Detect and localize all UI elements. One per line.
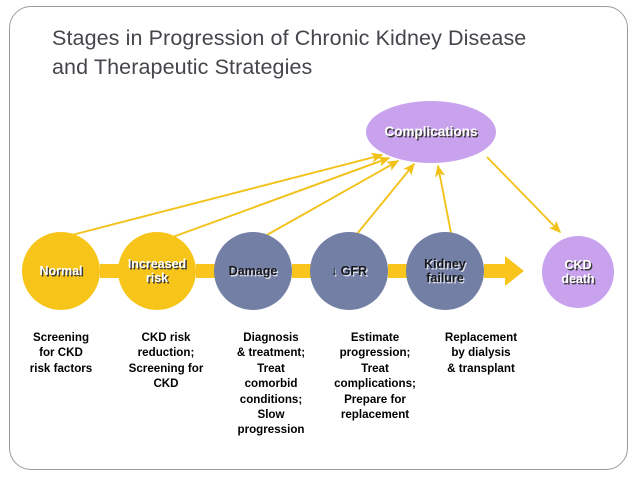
page-title: Stages in Progression of Chronic Kidney … xyxy=(52,26,527,79)
caption-normal: Screening for CKD risk factors xyxy=(29,331,93,375)
node-complications-label: Complications xyxy=(384,124,478,140)
block-arrow-5 xyxy=(484,256,524,286)
node-ckd-death[interactable]: CKD death xyxy=(542,236,614,308)
node-damage-label: Damage xyxy=(228,264,278,278)
arrow-damage-to-complications xyxy=(257,160,400,241)
node-complications[interactable]: Complications xyxy=(366,101,496,163)
caption-gfr: Estimate progression; Treat complication… xyxy=(334,331,416,422)
node-ckd-death-label: CKD death xyxy=(561,258,595,286)
arrow-complications-to-ckd-death xyxy=(486,156,562,234)
caption-kidney-failure: Replacement by dialysis & transplant xyxy=(444,331,518,375)
node-increased-risk[interactable]: Increased risk xyxy=(118,232,196,310)
arrow-kidneyfailure-to-complications xyxy=(434,164,453,239)
node-normal[interactable]: Normal xyxy=(22,232,100,310)
node-normal-label: Normal xyxy=(39,264,83,278)
convergence-arrows xyxy=(67,152,453,241)
node-gfr[interactable]: ↓ GFR xyxy=(310,232,388,310)
node-kidney-failure[interactable]: Kidney failure xyxy=(406,232,484,310)
node-kidney-failure-label: Kidney failure xyxy=(424,257,466,285)
arrow-increasedrisk-to-complications xyxy=(169,156,391,239)
arrow-normal-to-complications xyxy=(67,152,384,237)
node-increased-risk-label: Increased risk xyxy=(127,257,187,285)
caption-damage: Diagnosis & treatment; Treat comorbid co… xyxy=(236,331,306,437)
node-damage[interactable]: Damage xyxy=(214,232,292,310)
caption-increased-risk: CKD risk reduction; Screening for CKD xyxy=(128,331,204,391)
arrow-gfr-to-complications xyxy=(351,162,415,241)
node-gfr-label: ↓ GFR xyxy=(330,264,368,278)
